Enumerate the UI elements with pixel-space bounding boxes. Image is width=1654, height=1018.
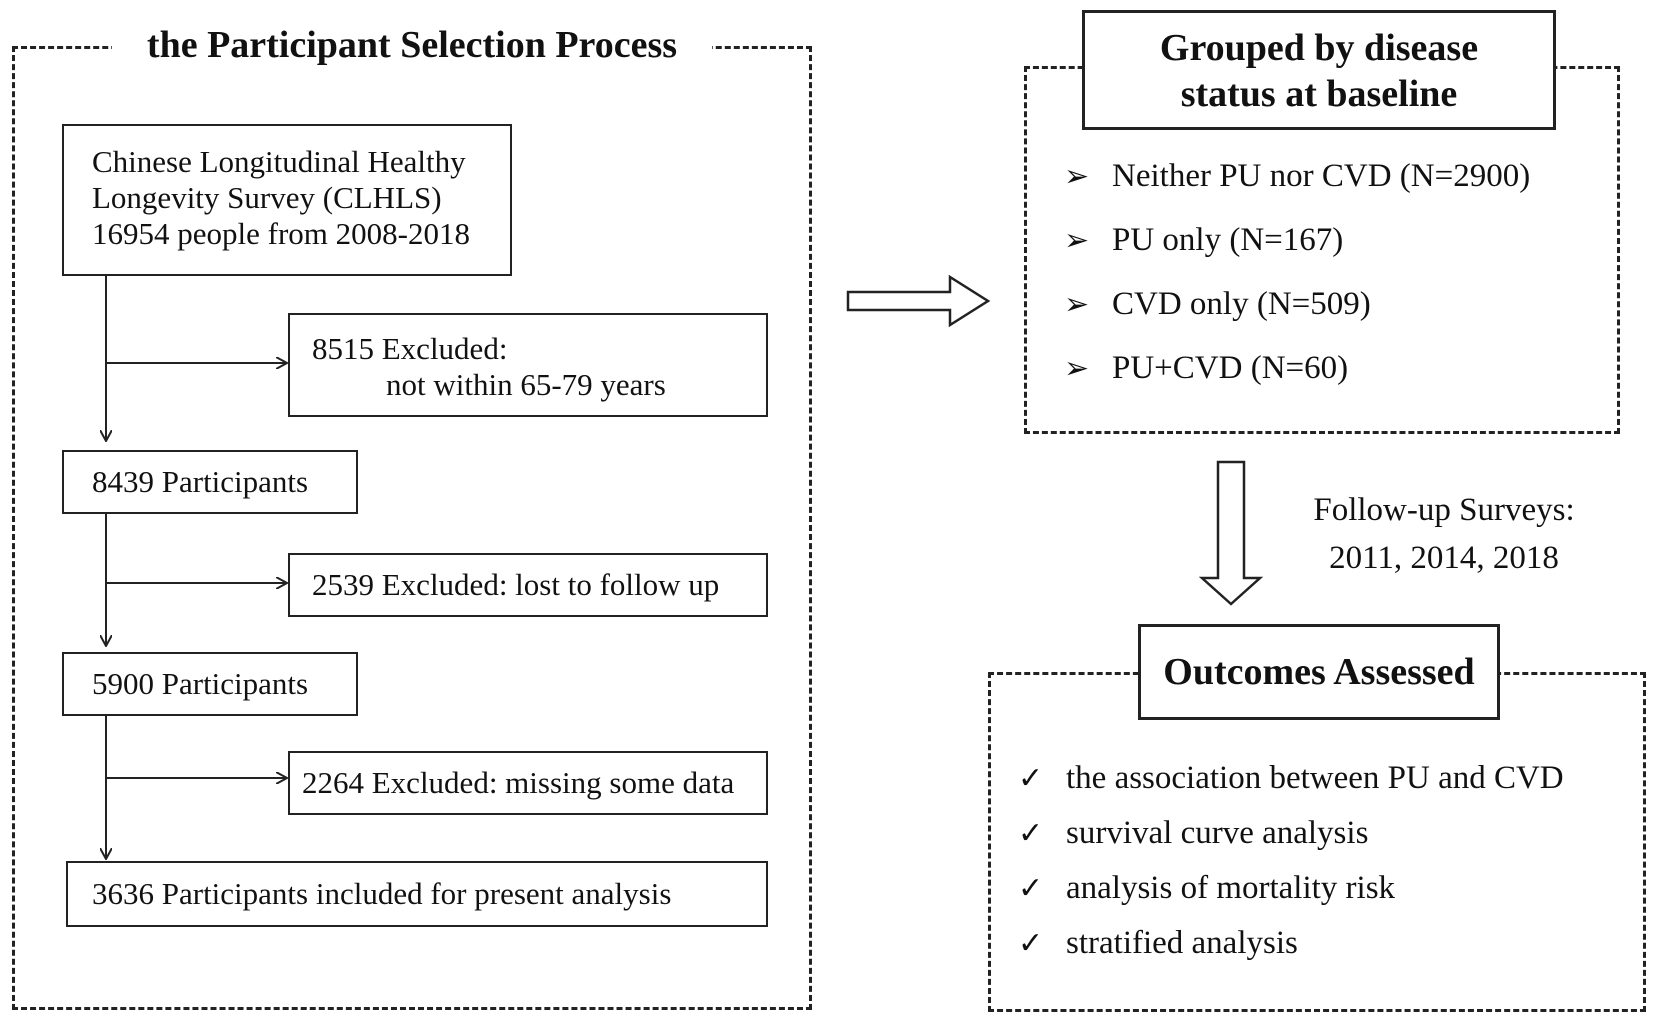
- group-item-4: ➢ PU+CVD (N=60): [1064, 350, 1348, 387]
- group-item-1: ➢ Neither PU nor CVD (N=2900): [1064, 158, 1530, 195]
- exclusion-box-1: 8515 Excluded: not within 65-79 years: [288, 313, 768, 417]
- checkmark-icon: ✓: [1018, 872, 1044, 905]
- outcome-item-2: ✓ survival curve analysis: [1018, 815, 1368, 852]
- group-item-4-text: PU+CVD (N=60): [1112, 350, 1349, 386]
- arrowhead-bullet-icon: ➢: [1064, 160, 1090, 193]
- group-item-1-text: Neither PU nor CVD (N=2900): [1112, 158, 1531, 194]
- hollow-arrow-down-icon: [1198, 460, 1264, 606]
- follow-up-line-1: Follow-up Surveys:: [1313, 492, 1575, 528]
- groups-title-box: Grouped by disease status at baseline: [1082, 10, 1556, 130]
- outcome-item-2-text: survival curve analysis: [1066, 815, 1369, 851]
- outcomes-title-box: Outcomes Assessed: [1138, 624, 1500, 720]
- source-line-1: Chinese Longitudinal Healthy: [92, 144, 466, 179]
- participants-2-text: 5900 Participants: [92, 666, 309, 701]
- groups-title-line-1: Grouped by disease: [1159, 27, 1479, 69]
- follow-up-line-2: 2011, 2014, 2018: [1329, 540, 1559, 576]
- groups-title-line-2: status at baseline: [1180, 73, 1458, 115]
- outcome-item-3-text: analysis of mortality risk: [1066, 870, 1396, 906]
- checkmark-icon: ✓: [1018, 927, 1044, 960]
- exclusion-box-3: 2264 Excluded: missing some data: [288, 751, 768, 815]
- group-item-3-text: CVD only (N=509): [1112, 286, 1371, 322]
- participants-box-2: 5900 Participants: [62, 652, 358, 716]
- final-participants-box: 3636 Participants included for present a…: [66, 861, 768, 927]
- arrowhead-bullet-icon: ➢: [1064, 352, 1090, 385]
- outcome-item-3: ✓ analysis of mortality risk: [1018, 870, 1395, 907]
- group-item-2-text: PU only (N=167): [1112, 222, 1344, 258]
- checkmark-icon: ✓: [1018, 817, 1044, 850]
- source-line-3: 16954 people from 2008-2018: [92, 216, 470, 251]
- source-line-2: Longevity Survey (CLHLS): [92, 180, 442, 215]
- hollow-arrow-right-icon: [846, 274, 991, 328]
- exclusion-box-2: 2539 Excluded: lost to follow up: [288, 553, 768, 617]
- exclusion-3-text: 2264 Excluded: missing some data: [302, 765, 735, 800]
- outcome-item-4: ✓ stratified analysis: [1018, 925, 1298, 962]
- arrowhead-bullet-icon: ➢: [1064, 224, 1090, 257]
- outcomes-title: Outcomes Assessed: [1163, 651, 1475, 693]
- final-participants-text: 3636 Participants included for present a…: [92, 876, 672, 911]
- group-item-2: ➢ PU only (N=167): [1064, 222, 1343, 259]
- exclusion-2-text: 2539 Excluded: lost to follow up: [312, 567, 720, 602]
- checkmark-icon: ✓: [1018, 762, 1044, 795]
- exclusion-1-line-2: not within 65-79 years: [386, 367, 666, 402]
- outcome-item-1-text: the association between PU and CVD: [1066, 760, 1564, 796]
- source-box: Chinese Longitudinal Healthy Longevity S…: [62, 124, 512, 276]
- participant-selection-title: the Participant Selection Process: [112, 20, 712, 70]
- outcome-item-1: ✓ the association between PU and CVD: [1018, 760, 1564, 797]
- exclusion-1-line-1: 8515 Excluded:: [312, 331, 508, 366]
- follow-up-label: Follow-up Surveys: 2011, 2014, 2018: [1284, 486, 1604, 582]
- participants-1-text: 8439 Participants: [92, 464, 309, 499]
- arrowhead-bullet-icon: ➢: [1064, 288, 1090, 321]
- participants-box-1: 8439 Participants: [62, 450, 358, 514]
- group-item-3: ➢ CVD only (N=509): [1064, 286, 1371, 323]
- outcome-item-4-text: stratified analysis: [1066, 925, 1298, 961]
